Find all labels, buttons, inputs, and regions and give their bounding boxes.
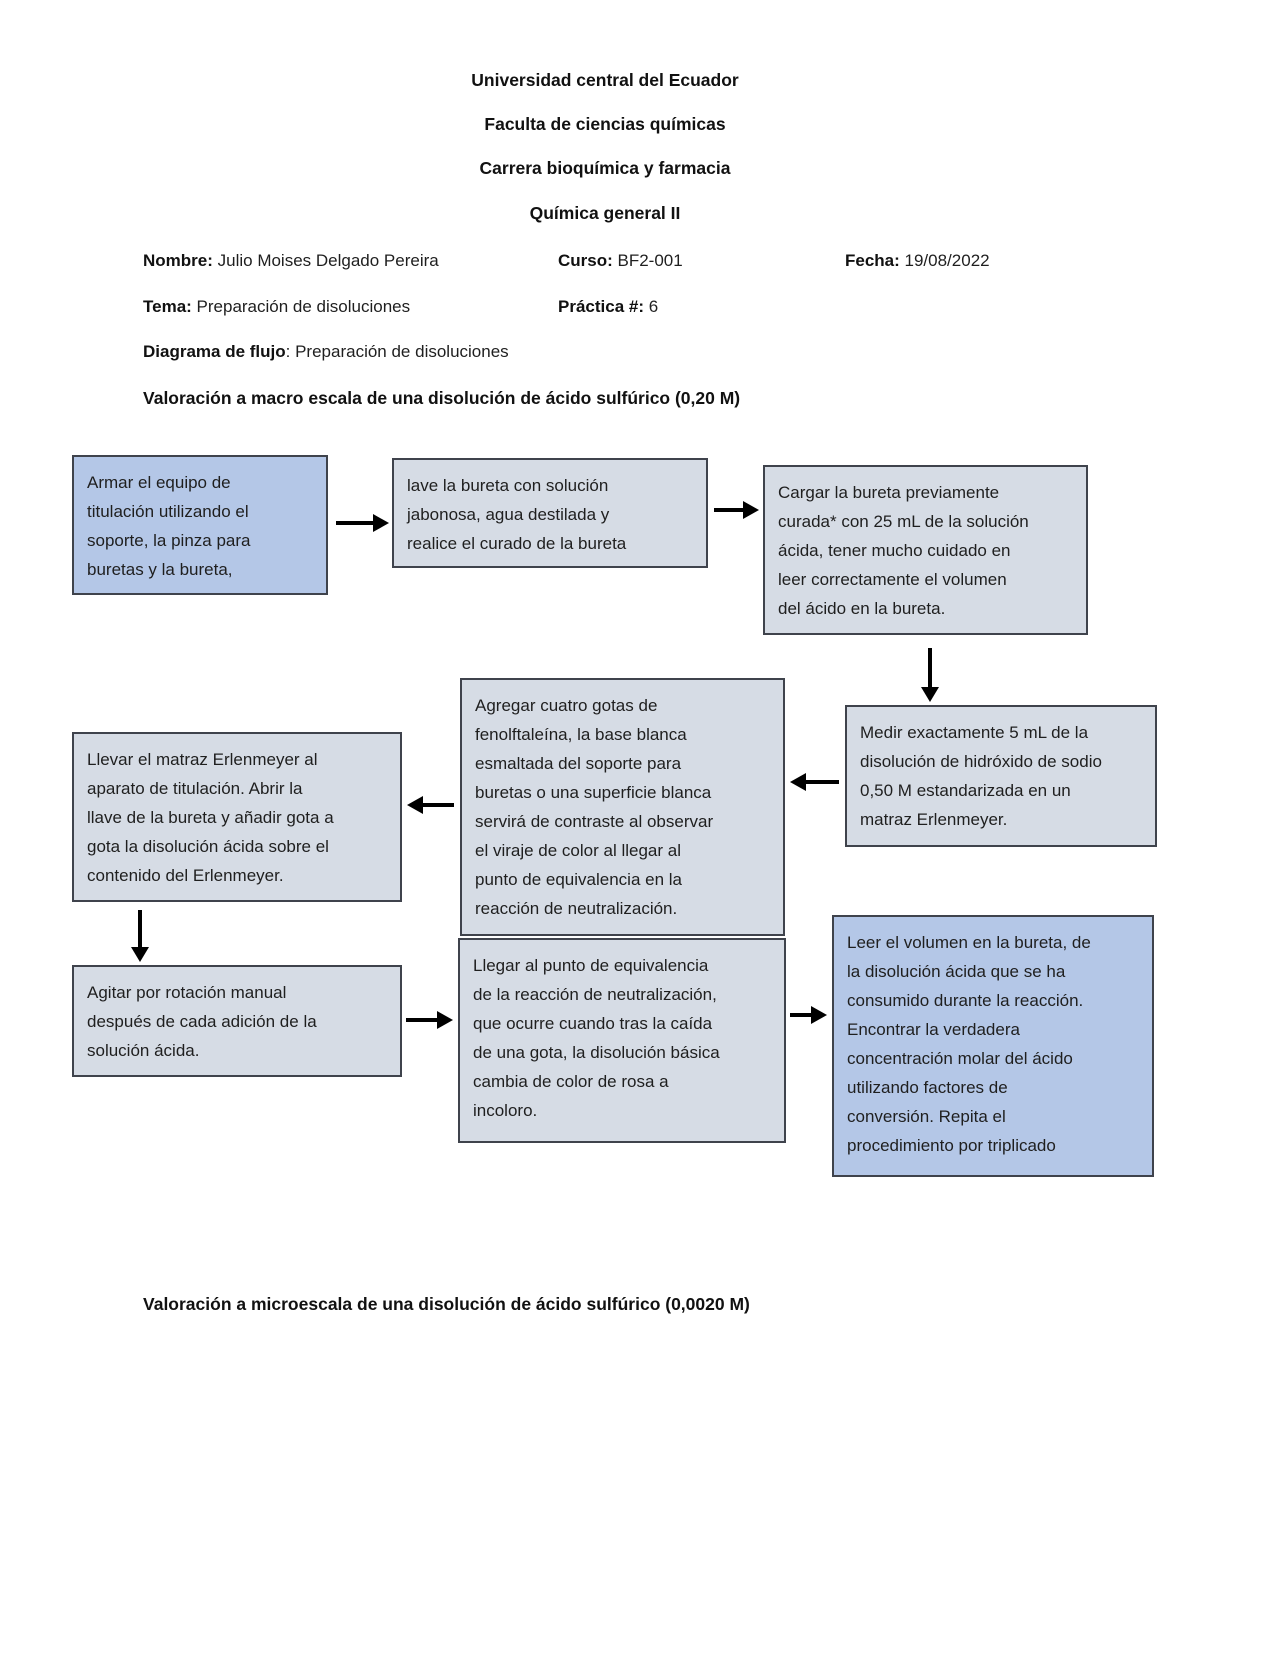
flow-box-lavar-bureta-text: lave la bureta con solución jabonosa, ag… (407, 476, 627, 553)
flow-box-punto-equivalencia-text: Llegar al punto de equivalencia de la re… (473, 956, 720, 1120)
field-diagrama: Diagrama de flujo: Preparación de disolu… (143, 342, 509, 362)
arrow-cargar-to-medir-icon (928, 648, 932, 688)
flow-box-lavar-bureta: lave la bureta con solución jabonosa, ag… (392, 458, 708, 568)
flow-box-leer-volumen-text: Leer el volumen en la bureta, de la diso… (847, 933, 1091, 1155)
field-fecha: Fecha: 19/08/2022 (845, 251, 990, 271)
flow-box-agitar-rotacion: Agitar por rotación manual después de ca… (72, 965, 402, 1077)
arrow-armar-to-lavar-icon (336, 521, 374, 525)
field-tema-label: Tema: (143, 297, 192, 316)
section-title-macro: Valoración a macro escala de una disoluc… (143, 388, 741, 408)
field-fecha-value: 19/08/2022 (899, 251, 990, 270)
flow-box-agregar-fenolftaleina: Agregar cuatro gotas de fenolftaleína, l… (460, 678, 785, 936)
field-practica-value: 6 (644, 297, 659, 316)
field-practica-label: Práctica #: (558, 297, 644, 316)
field-fecha-label: Fecha: (845, 251, 900, 270)
arrow-lavar-to-cargar-icon (714, 508, 744, 512)
field-nombre: Nombre: Julio Moises Delgado Pereira (143, 251, 439, 271)
flow-box-medir-naoh-text: Medir exactamente 5 mL de la disolución … (860, 723, 1102, 829)
field-nombre-label: Nombre: (143, 251, 213, 270)
flow-box-cargar-bureta-text: Cargar la bureta previamente curada* con… (778, 483, 1029, 618)
field-diagrama-label: Diagrama de flujo (143, 342, 286, 361)
arrow-medir-to-agregar-icon (805, 780, 839, 784)
section-title-micro: Valoración a microescala de una disoluci… (143, 1294, 750, 1314)
field-diagrama-value: : Preparación de disoluciones (285, 342, 509, 361)
header-university: Universidad central del Ecuador (471, 70, 739, 90)
field-nombre-value: Julio Moises Delgado Pereira (212, 251, 439, 270)
header-career: Carrera bioquímica y farmacia (479, 158, 731, 178)
arrow-llevar-to-agitar-icon (138, 910, 142, 948)
header-course-name: Química general II (529, 203, 681, 223)
field-practica: Práctica #: 6 (558, 297, 658, 317)
field-tema: Tema: Preparación de disoluciones (143, 297, 410, 317)
flow-box-llevar-matraz: Llevar el matraz Erlenmeyer al aparato d… (72, 732, 402, 902)
flow-box-cargar-bureta: Cargar la bureta previamente curada* con… (763, 465, 1088, 635)
field-tema-value: Preparación de disoluciones (191, 297, 411, 316)
flow-box-medir-naoh: Medir exactamente 5 mL de la disolución … (845, 705, 1157, 847)
flow-box-agregar-fenolftaleina-text: Agregar cuatro gotas de fenolftaleína, l… (475, 696, 714, 918)
field-curso-label: Curso: (558, 251, 613, 270)
header-faculty: Faculta de ciencias químicas (484, 114, 726, 134)
arrow-agregar-to-llevar-icon (422, 803, 454, 807)
flow-box-llevar-matraz-text: Llevar el matraz Erlenmeyer al aparato d… (87, 750, 334, 885)
arrow-punto-to-leer-icon (790, 1013, 812, 1017)
flow-box-leer-volumen: Leer el volumen en la bureta, de la diso… (832, 915, 1154, 1177)
field-curso-value: BF2-001 (612, 251, 683, 270)
field-curso: Curso: BF2-001 (558, 251, 683, 271)
flow-box-punto-equivalencia: Llegar al punto de equivalencia de la re… (458, 938, 786, 1143)
flow-box-agitar-rotacion-text: Agitar por rotación manual después de ca… (87, 983, 317, 1060)
flow-box-armar-equipo-text: Armar el equipo de titulación utilizando… (87, 473, 251, 579)
arrow-agitar-to-punto-icon (406, 1018, 438, 1022)
flow-box-armar-equipo: Armar el equipo de titulación utilizando… (72, 455, 328, 595)
